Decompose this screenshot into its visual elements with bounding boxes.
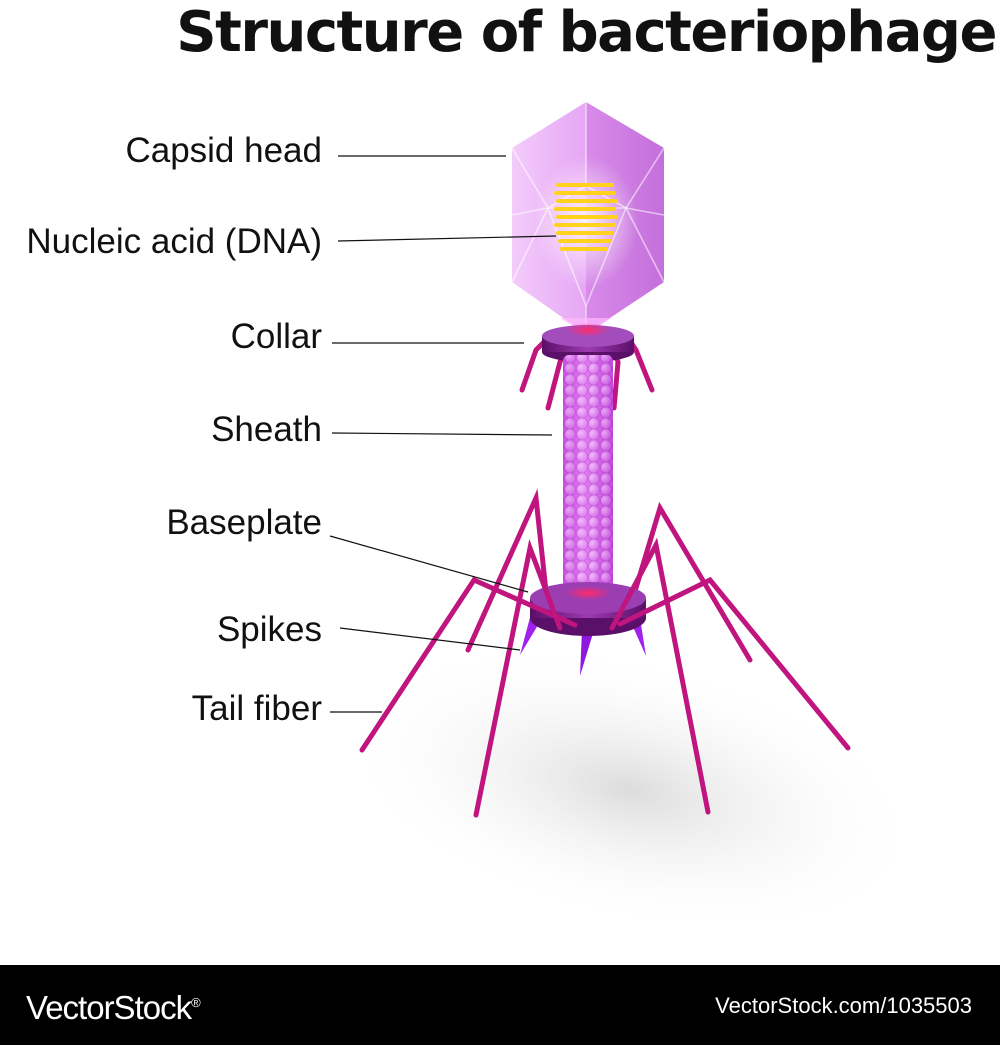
label-tail-fiber: Tail fiber bbox=[191, 689, 322, 728]
baseplate bbox=[520, 582, 646, 676]
label-collar: Collar bbox=[230, 317, 322, 356]
tail-fibers-front bbox=[359, 537, 851, 818]
collar bbox=[542, 323, 634, 362]
leader-lines bbox=[329, 155, 557, 713]
label-nucleic-acid: Nucleic acid (DNA) bbox=[26, 222, 322, 261]
image-url: VectorStock.com/1035503 bbox=[715, 993, 972, 1018]
label-spikes: Spikes bbox=[216, 610, 322, 649]
nucleic-acid-dna bbox=[554, 183, 618, 251]
ground-shadow bbox=[335, 643, 925, 937]
diagram-title: Structure of bacteriophage bbox=[176, 0, 997, 65]
sheath bbox=[563, 355, 613, 590]
vectorstock-logo: VectorStock® bbox=[26, 983, 201, 1028]
bacteriophage-diagram bbox=[329, 102, 925, 937]
label-baseplate: Baseplate bbox=[166, 503, 322, 542]
label-sheath: Sheath bbox=[211, 410, 322, 449]
label-capsid-head: Capsid head bbox=[125, 131, 322, 170]
registered-mark: ® bbox=[191, 995, 201, 1010]
watermark-footer: VectorStock® VectorStock.com/1035503 bbox=[0, 965, 1000, 1045]
brand-name: VectorStock bbox=[26, 989, 192, 1026]
